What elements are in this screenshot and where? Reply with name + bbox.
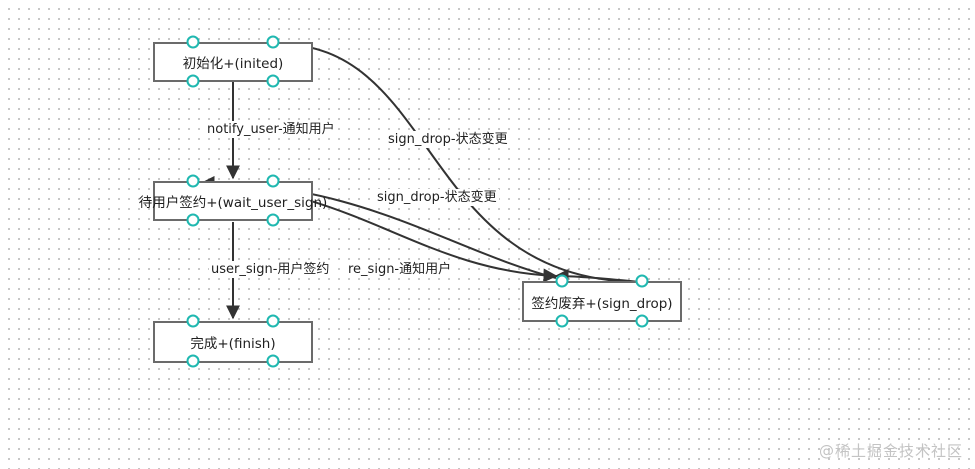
port-inited-bottom-right[interactable] [266,74,280,88]
edge-label-notify-user: notify_user-通知用户 [205,121,337,138]
watermark: @稀土掘金技术社区 [818,442,963,460]
edge-label-sign-drop-from-inited: sign_drop-状态变更 [386,131,510,148]
port-wait-top-right[interactable] [266,174,280,188]
port-wait-bottom-left[interactable] [186,213,200,227]
port-finish-bottom-right[interactable] [266,354,280,368]
port-sign-drop-bottom-right[interactable] [635,314,649,328]
port-wait-bottom-right[interactable] [266,213,280,227]
port-inited-bottom-left[interactable] [186,74,200,88]
edge-label-re-sign: re_sign-通知用户 [346,261,454,278]
port-inited-top-right[interactable] [266,35,280,49]
edge-sign-drop-from-inited[interactable] [277,43,641,284]
port-finish-top-right[interactable] [266,314,280,328]
node-wait-user-sign[interactable]: 待用户签约+(wait_user_sign) [139,181,327,221]
port-wait-top-left[interactable] [186,174,200,188]
node-finish-label: 完成+(finish) [190,336,276,352]
node-sign-drop-label: 签约废弃+(sign_drop) [531,295,673,312]
port-sign-drop-bottom-left[interactable] [555,314,569,328]
edge-label-user-sign: user_sign-用户签约 [209,261,332,278]
port-sign-drop-top-right[interactable] [635,274,649,288]
node-inited-label: 初始化+(inited) [182,56,284,72]
port-finish-top-left[interactable] [186,314,200,328]
edge-label-sign-drop-from-wait: sign_drop-状态变更 [375,189,499,206]
port-finish-bottom-left[interactable] [186,354,200,368]
node-wait-user-sign-label: 待用户签约+(wait_user_sign) [138,195,328,211]
port-inited-top-left[interactable] [186,35,200,49]
node-inited[interactable]: 初始化+(inited) [153,42,313,82]
node-finish[interactable]: 完成+(finish) [153,321,313,363]
node-sign-drop[interactable]: 签约废弃+(sign_drop) [522,281,682,322]
port-sign-drop-top-left[interactable] [555,274,569,288]
